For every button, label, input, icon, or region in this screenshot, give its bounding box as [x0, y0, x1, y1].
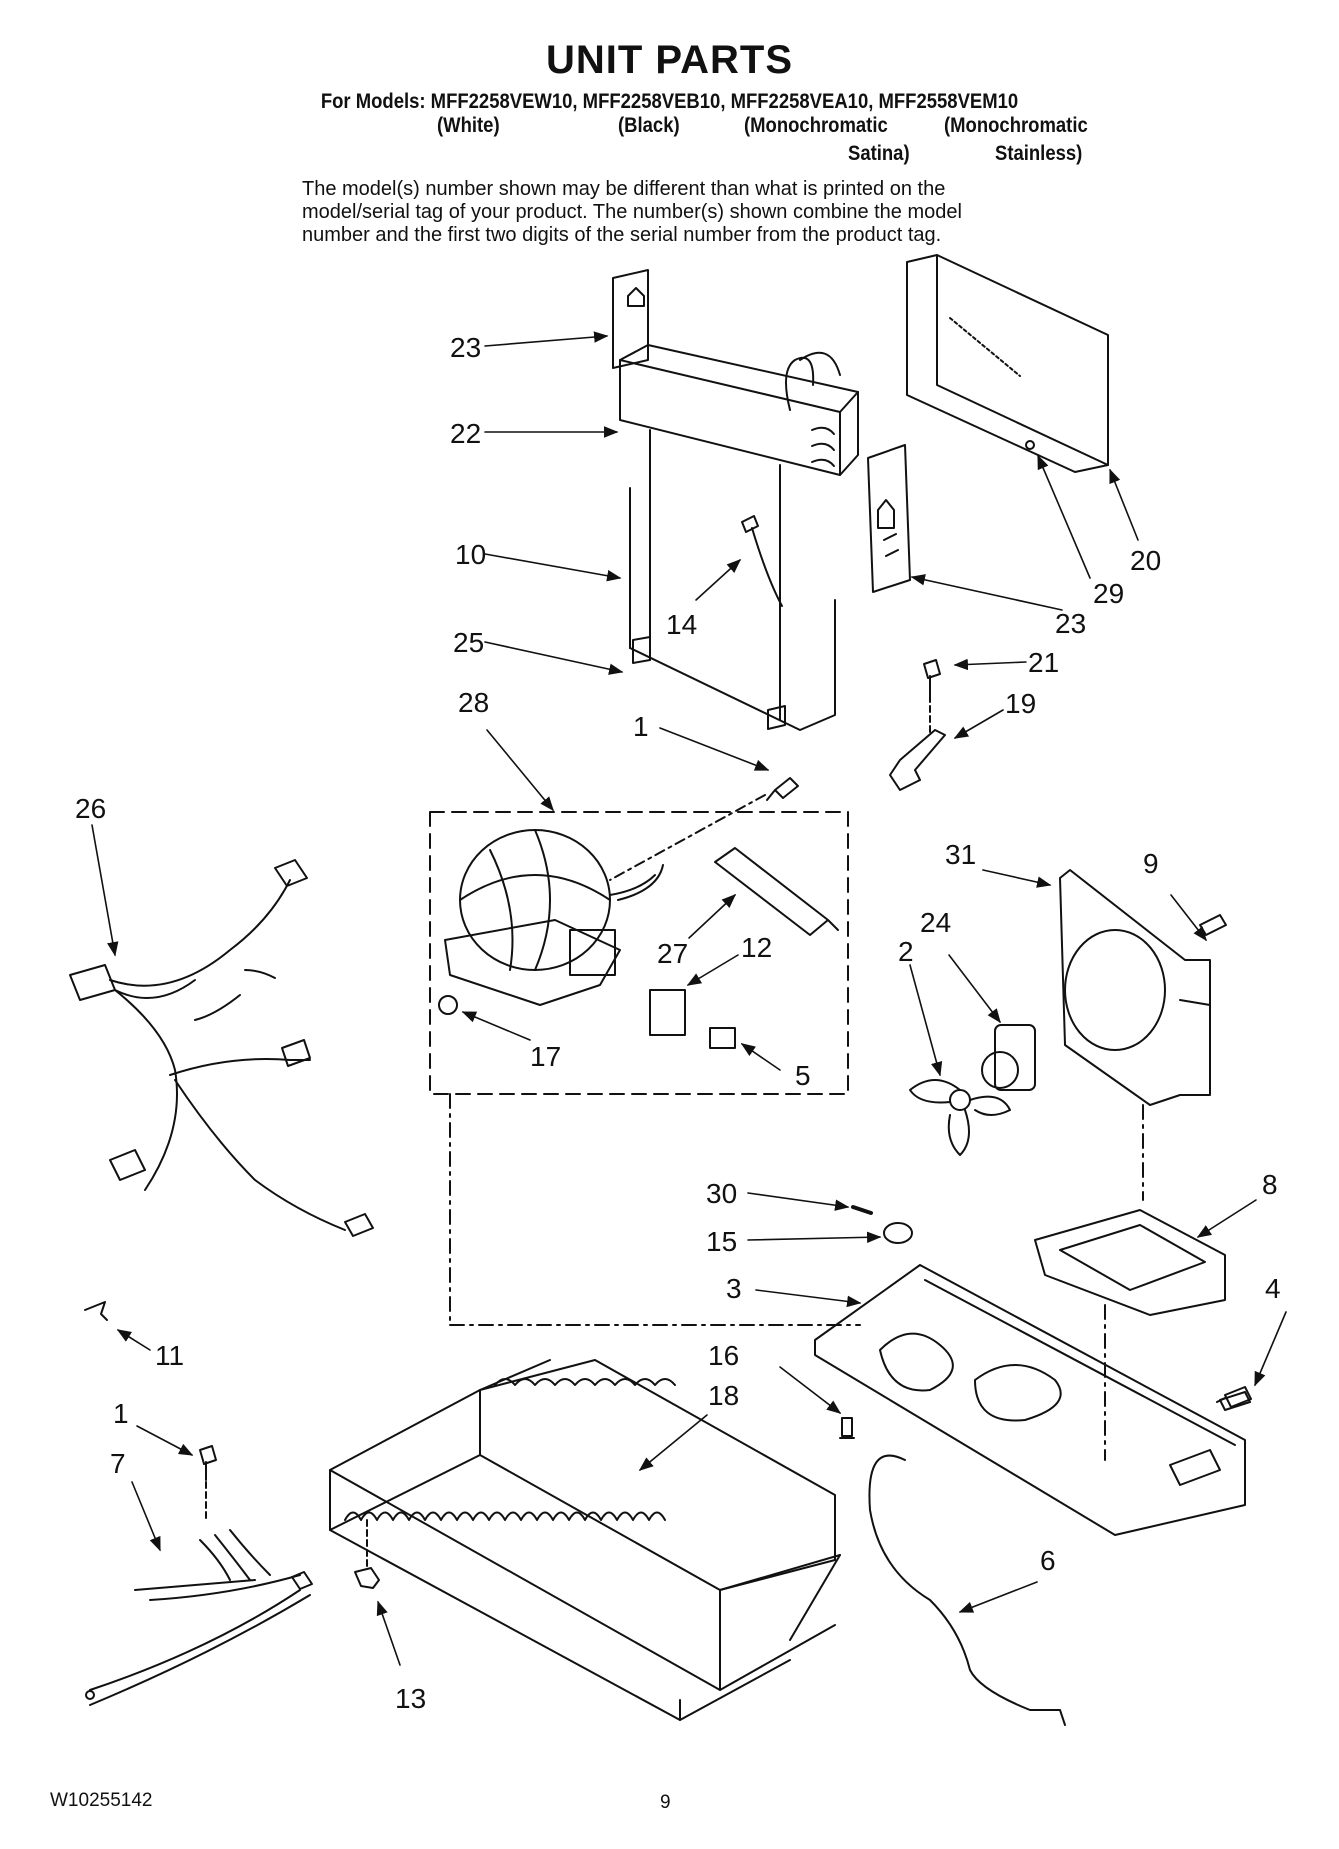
callout-27: 27: [657, 938, 688, 969]
compressor-assembly-box: [429, 811, 849, 1095]
callout-23b: 23: [1055, 608, 1086, 639]
callout-20: 20: [1130, 545, 1161, 576]
note-line-3: number and the first two digits of the s…: [302, 224, 942, 246]
variant-monochromatic-1: (Monochromatic: [744, 114, 888, 137]
small-wire-part: [84, 1301, 108, 1321]
variant-white: (White): [437, 114, 500, 137]
end-plate-part: [867, 444, 911, 593]
grommet-part: [883, 1222, 913, 1244]
callout-24: 24: [920, 907, 951, 938]
relay-part: [649, 989, 686, 1036]
callout-5: 5: [795, 1060, 811, 1091]
callout-9: 9: [1143, 848, 1159, 879]
wire-harness-part: [69, 859, 374, 1237]
screw-part: [766, 777, 799, 801]
callout-29: 29: [1093, 578, 1124, 609]
drain-tube-part: [868, 1454, 1066, 1726]
drain-pan-part: [1034, 1209, 1226, 1316]
bracket-part: [889, 659, 946, 791]
evaporator-part: [612, 269, 859, 721]
callout-22: 22: [450, 418, 481, 449]
callout-7: 7: [110, 1448, 126, 1479]
callout-30: 30: [706, 1178, 737, 1209]
callout-12: 12: [741, 932, 772, 963]
screw-part: [199, 1445, 217, 1481]
callout-1a: 1: [633, 711, 649, 742]
callout-2: 2: [898, 936, 914, 967]
condenser-part: [329, 1359, 841, 1721]
fan-blade-part: [909, 1079, 1011, 1156]
screw-part: [1216, 1386, 1252, 1408]
callout-16: 16: [708, 1340, 739, 1371]
model-note: The model(s) number shown may be differe…: [302, 178, 1082, 247]
callout-21: 21: [1028, 647, 1059, 678]
page-title: UNIT PARTS: [545, 38, 794, 82]
callout-25: 25: [453, 627, 484, 658]
variant-stainless: Stainless): [995, 142, 1083, 165]
callout-31: 31: [945, 839, 976, 870]
callout-23a: 23: [450, 332, 481, 363]
callout-numbers: 23 22 10 25 28 14 1 20 29 23 21 19 26 31…: [75, 332, 1281, 1714]
condenser-clip-part: [354, 1567, 380, 1589]
overload-part: [709, 1027, 736, 1049]
callout-11: 11: [155, 1340, 184, 1371]
models-line: For Models: MFF2258VEW10, MFF2258VEB10, …: [320, 90, 1019, 113]
note-line-2: model/serial tag of your product. The nu…: [302, 201, 962, 223]
note-line-1: The model(s) number shown may be differe…: [302, 178, 946, 200]
compressor-part: [438, 829, 664, 1015]
drier-part: [714, 847, 839, 936]
callout-15: 15: [706, 1226, 737, 1257]
base-plate-part: [814, 1264, 1251, 1536]
callout-3: 3: [726, 1273, 742, 1304]
wire-harness-part: [85, 1529, 313, 1706]
callout-6: 6: [1040, 1545, 1056, 1576]
callout-1b: 1: [113, 1398, 129, 1429]
fan-shroud-part: [1059, 869, 1227, 1106]
callout-14: 14: [666, 609, 697, 640]
screw-part: [839, 1417, 855, 1439]
assembly-line: [609, 794, 766, 881]
variant-black: (Black): [618, 114, 680, 137]
variant-satina: Satina): [848, 142, 910, 165]
leader-lines: [91, 331, 1287, 1666]
callout-28: 28: [458, 687, 489, 718]
page-number: 9: [660, 1792, 671, 1813]
callout-13: 13: [395, 1683, 426, 1714]
callout-10: 10: [455, 539, 486, 570]
callout-4: 4: [1265, 1273, 1281, 1304]
defrost-heater-part: [629, 487, 836, 731]
clip-part: [851, 1205, 873, 1215]
document-number: W10255142: [50, 1790, 153, 1811]
fan-motor-part: [981, 1024, 1036, 1091]
cover-part: [906, 254, 1109, 473]
callout-8: 8: [1262, 1169, 1278, 1200]
callout-19: 19: [1005, 688, 1036, 719]
variant-monochromatic-2: (Monochromatic: [944, 114, 1088, 137]
callout-26: 26: [75, 793, 106, 824]
callout-18: 18: [708, 1380, 739, 1411]
callout-17: 17: [530, 1041, 561, 1072]
